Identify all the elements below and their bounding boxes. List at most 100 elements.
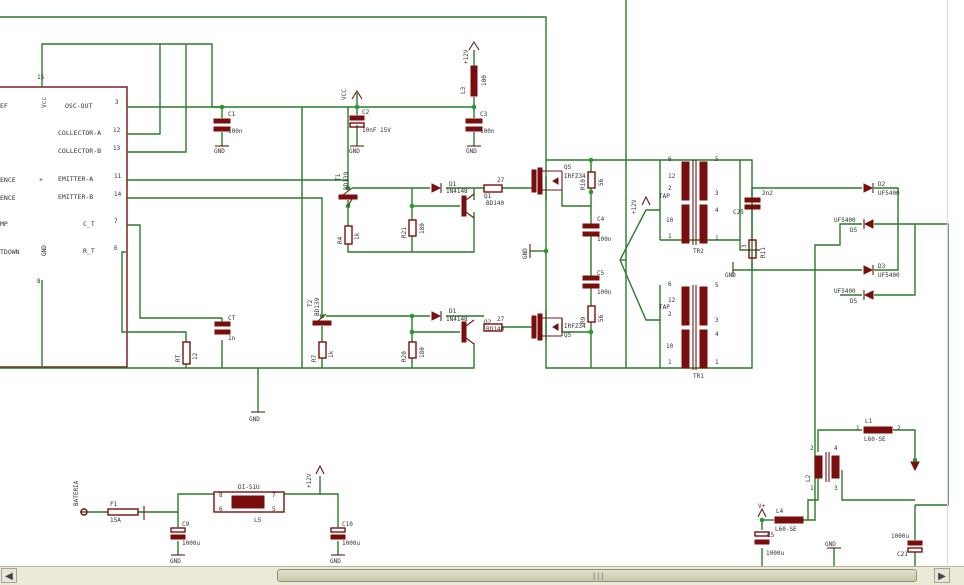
mosfet-q5-top[interactable]: Q5 IRFZ34 (531, 164, 586, 195)
scrollbar-thumb[interactable]: ||| (277, 569, 917, 582)
r11-label: R11 (760, 247, 767, 258)
pin-num-12: 12 (113, 127, 121, 134)
q5b-value: IRFZ34 (564, 323, 586, 330)
ct-label: CT (228, 315, 236, 322)
c2-value: 10nF 15V (362, 127, 391, 134)
ct-value: 1n (228, 335, 236, 342)
transistor-q1[interactable]: Q1 BD140 (461, 193, 504, 219)
r20-value: 180 (419, 347, 426, 358)
svg-text:4: 4 (834, 445, 838, 452)
capacitor-c21[interactable]: 1000u C21 (891, 533, 923, 558)
svg-text:2: 2 (810, 445, 814, 452)
capacitor-c25[interactable]: 2n2 C25 (733, 190, 773, 216)
resistor-r21[interactable]: R21 180 (401, 219, 426, 238)
resistor-r10[interactable]: R10 56 (580, 171, 605, 190)
c5r-value: 1000u (766, 550, 784, 557)
r4-value: 1k (354, 232, 361, 240)
ic-pin-ct: C_T (83, 220, 95, 228)
capacitor-c10[interactable]: C10 1000u GND (330, 521, 360, 565)
inductor-l4[interactable]: L4 L60-SE (774, 508, 804, 533)
resistor-r11[interactable]: 3 R11 (741, 239, 767, 259)
capacitor-c1[interactable]: C1 100n GND (213, 111, 243, 155)
svg-text:3: 3 (834, 485, 838, 492)
tr1-tap: TAP (659, 304, 670, 311)
l3-value: 100 (481, 75, 488, 86)
scroll-left-button[interactable]: ◀ (1, 568, 17, 583)
f1-label: F1 (110, 501, 118, 508)
diode-d5-top[interactable]: UF5400 D5 (834, 217, 874, 234)
f1-value: 15A (110, 517, 121, 524)
r27a-value: 27 (497, 177, 505, 184)
q5a-label: Q5 (564, 164, 572, 171)
svg-text:1: 1 (856, 425, 860, 432)
rt-label: RT (175, 354, 182, 362)
vplus-label: V+ (758, 503, 766, 510)
inductor-l3[interactable]: +12V L3 100 (460, 40, 488, 97)
diode-d1-bottom[interactable]: D1 1N4148 (431, 308, 468, 323)
c21-label: C21 (897, 551, 908, 558)
capacitor-c5[interactable]: C5 100n (582, 270, 612, 296)
d1a-value: 1N4148 (446, 188, 468, 195)
resistor-27-top[interactable]: 27 (483, 177, 505, 193)
resistor-r4[interactable]: R4 1k (337, 225, 361, 245)
q5b-label: Q5 (564, 332, 572, 339)
r11-value: 3 (741, 244, 748, 248)
bateria-label: BATERIA (73, 480, 80, 506)
pwm-controller-ic[interactable]: EF ENCE ENCE MP TDOWN OSC-OUT COLLECTOR-… (0, 74, 128, 368)
capacitor-c9[interactable]: C9 1000u GND (170, 521, 200, 565)
capacitor-c4[interactable]: C4 100n (582, 216, 612, 243)
diode-d1-top[interactable]: D1 1N4148 (431, 181, 468, 195)
svg-text:1: 1 (715, 359, 719, 366)
l4-value: L60-SE (775, 526, 797, 533)
t2-value: BD139 (314, 298, 321, 316)
svg-text:10: 10 (666, 343, 674, 350)
capacitor-c2[interactable]: C2 10nF 15V GND VCC (341, 89, 391, 155)
supply-12v-middle: +12V (631, 195, 651, 214)
battery-connector[interactable]: BATERIA (73, 480, 88, 516)
d5b-label: D5 (850, 298, 858, 305)
diode-d2[interactable]: D2 UF5400 (863, 181, 900, 197)
transistor-t1[interactable]: T1 BD139 (335, 172, 358, 207)
capacitor-c3[interactable]: C3 100n GND (465, 111, 495, 155)
capacitor-ct[interactable]: CT 1n (214, 315, 236, 342)
svg-text:12: 12 (668, 297, 676, 304)
fuse-f1[interactable]: F1 15A (107, 501, 145, 524)
scroll-right-button[interactable]: ▶ (934, 568, 950, 583)
d3-label: D3 (878, 263, 886, 270)
ic-pin-tdown: TDOWN (0, 248, 20, 256)
resistor-rt[interactable]: RT 12 (175, 341, 199, 365)
mosfet-q5-bottom[interactable]: IRFZ34 Q5 (531, 313, 586, 341)
c4-value: 100n (597, 236, 612, 243)
ic-pin-vcc: Vcc (41, 97, 48, 108)
svg-text:5: 5 (272, 506, 276, 513)
resistor-r20[interactable]: R20 180 (401, 341, 426, 362)
ic-pin-emitter-a: EMITTER-A (58, 175, 93, 183)
v12-bot-label: +12V (306, 473, 313, 488)
diode-d3[interactable]: D3 UF5400 (863, 263, 900, 279)
resistor-27-bottom[interactable]: 27 (483, 316, 505, 332)
transistor-q2[interactable]: Q2 BD140 (461, 319, 504, 345)
diode-d5-bottom[interactable]: UF5400 D5 (834, 288, 874, 305)
capacitor-c5-right[interactable]: C5 1000u (754, 531, 784, 557)
l1-value: L60-SE (864, 436, 886, 443)
r7-value: 1k (328, 350, 335, 358)
gnd-rightmid-label: GND (725, 272, 736, 279)
horizontal-scrollbar[interactable]: ◀ ||| ▶ (0, 566, 964, 585)
resistor-r7[interactable]: R7 1k (311, 341, 335, 362)
transistor-t2[interactable]: T2 BD139 (307, 298, 332, 326)
q2-value: BD140 (486, 326, 504, 333)
diode-right-small[interactable] (910, 461, 920, 472)
schematic-canvas[interactable]: EF ENCE ENCE MP TDOWN OSC-OUT COLLECTOR-… (0, 0, 964, 566)
c25-label: C25 (733, 209, 744, 216)
ic-pin-gnd: GND (41, 245, 48, 256)
resistor-r9[interactable]: R9 56 (580, 305, 605, 324)
l4-label: L4 (776, 508, 784, 515)
c3-gnd: GND (466, 148, 477, 155)
tr2-tap: TAP (659, 193, 670, 200)
c1-label: C1 (228, 111, 236, 118)
